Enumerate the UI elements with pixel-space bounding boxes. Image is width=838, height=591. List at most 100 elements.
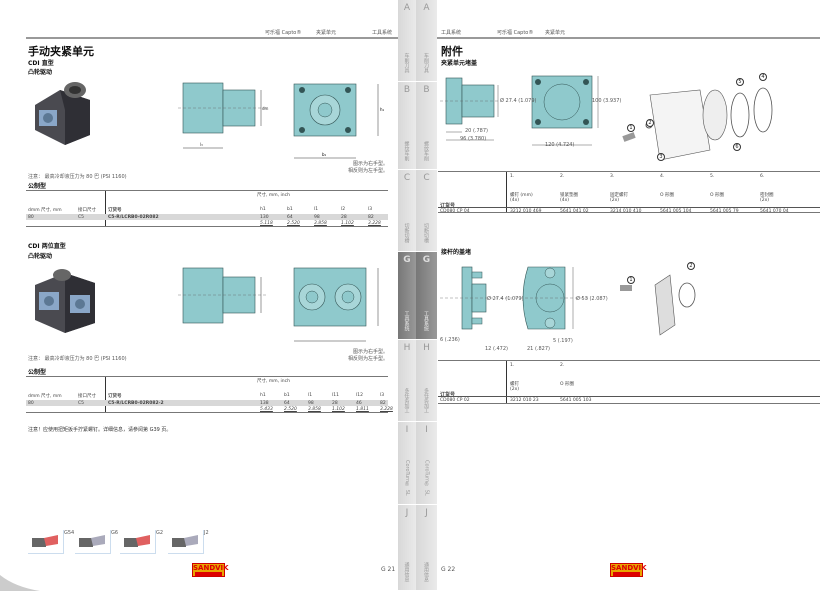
column-qty: (2x) [760,198,770,203]
table-title: 公制型 [28,183,47,190]
tab-letter: H [403,343,411,353]
tab-letter: J [405,508,409,518]
tab-letter: A [403,3,411,13]
tab-label: 多任务加工 [403,388,410,413]
dimension-caption: 尺寸, mm, inch [257,193,290,198]
reference-page: G2 [156,530,164,536]
header-rule [26,37,398,39]
column-header: b1 [287,207,293,212]
dim-label: Ø 53 (2.087) [576,296,608,302]
table-cell: CD080 CP 02 [440,397,470,403]
column-label: 固定螺钉 [610,193,628,198]
header-crumb: 夹紧单元 [316,30,337,36]
table-cell: 82 [380,400,386,406]
table-cell: 5641 005 79 [710,208,739,214]
dim-label: 120 (4.724) [545,142,575,148]
table-cell: 80 [28,400,34,406]
table-cell: 28 [341,214,347,220]
tab-a[interactable]: A 车削刀具 [398,0,416,82]
reference-page: G6 [111,530,119,536]
tab-letter: A [423,3,430,13]
reference-icon-g2[interactable] [120,530,156,554]
reference-icon-g6[interactable] [75,530,111,554]
exploded-view-drawing [622,87,773,161]
column-header: h1 [260,393,266,398]
row-divider [438,207,820,208]
table-cell: 5641 005 104 [660,208,692,214]
column-header: l3 [368,207,373,212]
callout-number: 1 [627,276,635,284]
column-label: 螺钉 [510,382,519,387]
table-cell-inch: 3.858 [308,406,321,412]
reference-icon-g54[interactable] [28,530,64,554]
column-header: l1 [314,207,319,212]
dim-label: 12 (.472) [485,346,508,352]
header-rule [437,37,820,39]
table-cell: 138 [260,400,269,406]
column-header: l2 [341,207,346,212]
tab-label: 通用信息 [403,562,410,582]
coolant-note: 注意： 最高冷却液压力为 80 巴 (PSI 1160) [28,174,127,180]
column-header: l1 [308,393,313,398]
table-cell-inch: 5.433 [260,406,273,412]
table-cell-inch: 2.520 [284,406,297,412]
table-cell: C5 [78,400,85,406]
page-title: 附件 [441,45,463,58]
dim-label: 100 (3.937) [592,98,622,104]
reference-icon-j2[interactable] [168,530,204,554]
tab-letter: B [403,85,411,95]
tab-letter: I [425,425,428,435]
column-header: l12 [356,393,363,398]
column-header: dmm 尺寸, mm [28,394,62,399]
tab-j[interactable]: J 通用信息 [398,505,416,591]
section-subtitle: 夹紧单元堵盖 [441,60,478,67]
table-cell: 5641 070 04 [760,208,789,214]
table-cell: 3212 010 23 [510,397,539,403]
table-cell-inch: 5.118 [260,220,273,226]
section-drive: 凸轮驱动 [28,69,53,76]
column-label: 密封圈 [760,193,774,198]
tab-label: 多任务加工 [423,388,429,413]
table-cell-inch: 1.102 [332,406,345,412]
column-number: 4. [660,174,665,179]
header-crumb: 可乐福 Capto® [497,30,534,36]
page-curl [0,575,40,591]
section-type: CDI 两位直型 [28,243,66,250]
svg-text:l₃: l₃ [200,142,203,147]
column-number: 5. [710,174,715,179]
tab-h[interactable]: H 多任务加工 [398,340,416,422]
clamping-unit-double-photo [35,269,95,333]
column-qty: (2x) [510,387,520,392]
table-cell: C5 [78,214,85,220]
column-qty: (2x) [610,198,620,203]
column-label: 锁紧垫圈 [560,193,578,198]
callout-number: 5 [736,78,744,86]
table-cell: 46 [356,400,362,406]
table-cell: 82 [368,214,374,220]
column-header: 接口尺寸 [78,394,96,399]
callout-number: 3 [657,153,665,161]
column-header: 接口尺寸 [78,208,96,213]
table-cell-inch: 3.228 [380,406,393,412]
column-number: 1. [510,363,515,368]
hand-note-left: 相反则为左手型。 [347,356,388,362]
table-cell: 64 [287,214,293,220]
tab-label: 车削刀具 [403,53,410,73]
table-cell: 3212 010 469 [510,208,542,214]
